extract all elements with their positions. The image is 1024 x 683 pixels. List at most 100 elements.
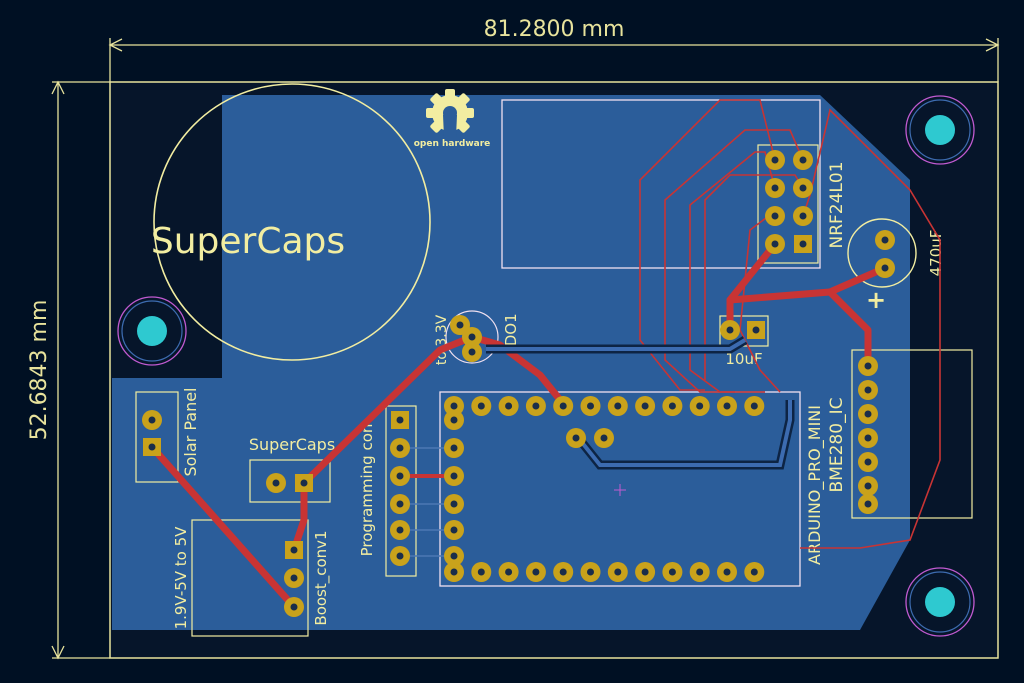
- bme280-outline: [851, 349, 973, 519]
- boost-pad-drill: [290, 574, 298, 582]
- bme280-pad-drill: [864, 458, 872, 466]
- arduino-left-pad-drill: [450, 416, 458, 424]
- height-dimension-lines: [51, 80, 110, 660]
- solar-panel-pad-drill: [148, 443, 156, 451]
- arduino-left-pad-drill: [450, 526, 458, 534]
- ldo-pad-drill: [468, 333, 476, 341]
- cap-470uf-pad-drill: [881, 264, 889, 272]
- programming-pad-drill: [396, 444, 404, 452]
- cap-470uf-pad-drill: [881, 236, 889, 244]
- boost-converter-label: Boost_conv1: [312, 530, 331, 625]
- programming-pad-drill: [396, 416, 404, 424]
- cap-470uf-outline: [847, 218, 917, 288]
- bottom-tracks: [486, 338, 792, 467]
- cap-470uf-label: 470uF: [927, 230, 945, 277]
- copper-pour: [112, 95, 910, 630]
- programming-connector-outline: [385, 405, 417, 577]
- width-dimension-lines: [108, 38, 1000, 82]
- cap-10uf-label: 10uF: [725, 350, 762, 368]
- nrf24l01-module-outline: [501, 99, 821, 269]
- arduino-top-pad-drill: [587, 402, 594, 410]
- arduino-bottom-pad-drill: [477, 568, 485, 576]
- arduino-bottom-pad-drill: [450, 568, 458, 576]
- arduino-top-pad-drill: [641, 402, 649, 410]
- arduino-top-pad-drill: [696, 402, 704, 410]
- boost-pad-drill: [290, 603, 298, 611]
- open-hardware-logo-icon: [426, 89, 474, 137]
- arduino-top-pad-drill: [559, 402, 567, 410]
- supercaps-pad-drill: [272, 479, 280, 487]
- bme280-pad-drill: [864, 362, 872, 370]
- nrf-pad-drill: [799, 240, 807, 248]
- arduino-bottom-pad-drill: [723, 568, 731, 576]
- solar-panel-pad-drill: [148, 416, 156, 424]
- supercaps-big-label: SuperCaps: [151, 221, 345, 262]
- ldo-label: LDO1: [502, 313, 520, 354]
- programming-pad-drill: [396, 472, 404, 480]
- supercaps-connector-label: SuperCaps: [249, 435, 335, 454]
- solar-panel-label: Solar Panel: [181, 387, 200, 476]
- arduino-bottom-pad-drill: [559, 568, 567, 576]
- bme280-label: BME280_IC: [827, 398, 847, 493]
- arduino-top-pad-drill: [668, 402, 676, 410]
- boost-converter-outline: [191, 519, 309, 637]
- bme280-pad-drill: [864, 386, 872, 394]
- width-dimension-label: 81.2800 mm: [484, 17, 625, 42]
- arduino-bottom-pad-drill: [614, 568, 622, 576]
- bme280-pad-drill: [864, 482, 872, 490]
- cap-10uf-pad-drill: [726, 326, 734, 334]
- ldo-pad-drill: [456, 321, 464, 329]
- arduino-bottom-pad-drill: [532, 568, 540, 576]
- arduino-left-pad-drill: [450, 552, 458, 560]
- supercap-outline: [153, 83, 431, 361]
- ldo-pad-drill: [468, 348, 476, 356]
- programming-connector-label: Programming con: [358, 424, 376, 557]
- arduino-pro-mini-outline: [439, 391, 801, 587]
- programming-pad-drill: [396, 526, 404, 534]
- programming-pad-drill: [396, 500, 404, 508]
- arduino-bottom-pad-drill: [505, 568, 513, 576]
- nrf24l01-header-outline: [757, 144, 819, 264]
- boost-range-label: 1.9V-5V to 5V: [172, 526, 190, 630]
- arduino-inner-pad-drill: [572, 434, 580, 442]
- arduino-top-pad-drill: [505, 402, 513, 410]
- copper-keepout: [112, 95, 222, 378]
- mounting-hole-top-right: [905, 95, 975, 165]
- nrf-pad-drill: [771, 212, 779, 220]
- nrf-pad-drill: [799, 156, 807, 164]
- nrf-pad-drill: [771, 156, 779, 164]
- nrf-pad-drill: [771, 240, 779, 248]
- bme280-pad-drill: [864, 410, 872, 418]
- mounting-hole-left: [117, 296, 187, 366]
- boost-pad-drill: [290, 546, 298, 554]
- cap-10uf-outline: [719, 315, 769, 347]
- arduino-top-pad-drill: [477, 402, 485, 410]
- arduino-top-pad-drill: [532, 402, 540, 410]
- supercaps-connector-outline: [249, 459, 331, 503]
- arduino-pro-mini-label: ARDUINO_PRO_MINI: [805, 405, 825, 565]
- nrf24l01-label: NRF24L01: [827, 161, 847, 248]
- arduino-top-pad-drill: [450, 402, 458, 410]
- cap-polarity-plus: +: [866, 286, 886, 314]
- arduino-top-pad-drill: [614, 402, 622, 410]
- arduino-bottom-pad-drill: [641, 568, 649, 576]
- bme280-pad-drill: [864, 500, 872, 508]
- arduino-left-pad-drill: [450, 500, 458, 508]
- bme280-pad-drill: [864, 434, 872, 442]
- arduino-top-pad-drill: [750, 402, 758, 410]
- nrf-pad-drill: [771, 184, 779, 192]
- solar-panel-connector-outline: [135, 391, 179, 483]
- mounting-hole-bottom-right: [905, 567, 975, 637]
- arduino-left-pad-drill: [450, 444, 458, 452]
- power-tracks: [148, 240, 889, 611]
- nrf-pad-drill: [799, 212, 807, 220]
- arduino-bottom-pad-drill: [668, 568, 676, 576]
- arduino-bottom-pad-drill: [696, 568, 704, 576]
- ldo-outline: [445, 310, 499, 364]
- nrf-pad-drill: [799, 184, 807, 192]
- arduino-bottom-pad-drill: [750, 568, 758, 576]
- height-dimension-label: 52.6843 mm: [27, 300, 52, 441]
- open-hardware-logo-text: open hardware: [414, 139, 491, 149]
- arduino-bottom-pad-drill: [587, 568, 594, 576]
